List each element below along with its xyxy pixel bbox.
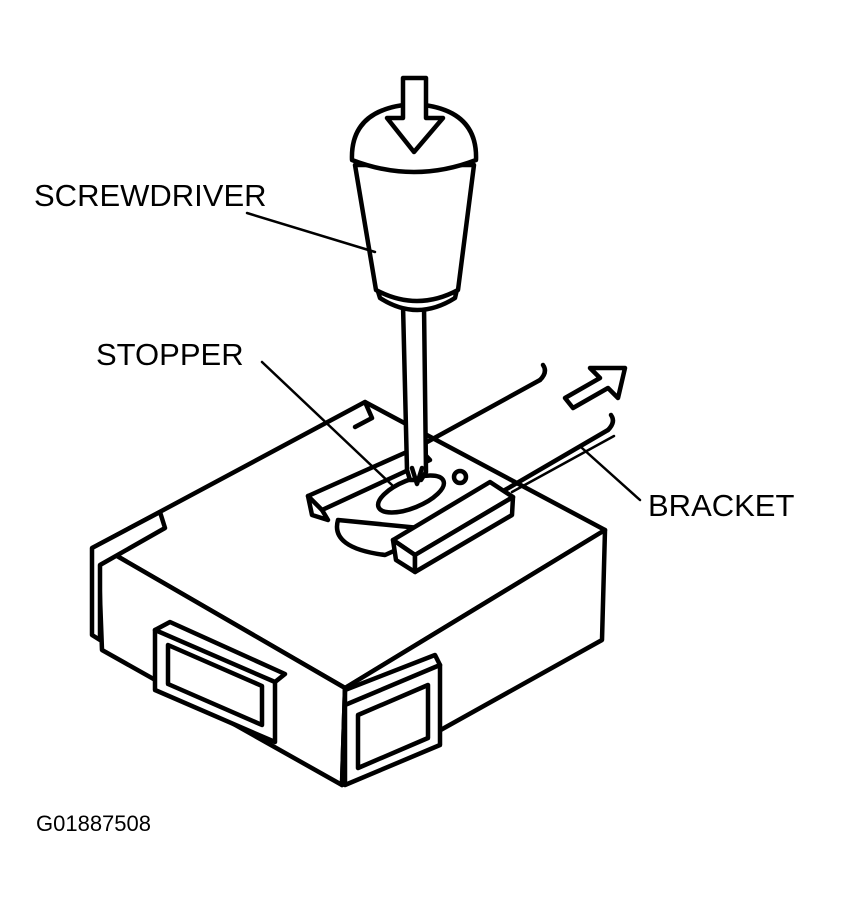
bracket-leader-line xyxy=(580,446,642,502)
screwdriver-leader-line xyxy=(245,211,377,254)
stopper-hole xyxy=(451,468,469,486)
stopper-label: STOPPER xyxy=(96,337,244,372)
slide-bracket xyxy=(305,362,616,575)
figure-code: G01887508 xyxy=(36,811,151,836)
push-down-arrow-icon xyxy=(384,75,446,155)
pull-direction-arrow-icon xyxy=(562,365,628,411)
screwdriver-label: SCREWDRIVER xyxy=(34,178,267,213)
stopper-oval xyxy=(375,473,447,515)
screwdriver xyxy=(349,101,479,487)
left-end-tab xyxy=(89,509,168,643)
bracket-label: BRACKET xyxy=(648,488,794,523)
front-connector xyxy=(152,619,288,745)
stopper-leader-line xyxy=(260,360,394,487)
right-connector xyxy=(342,652,443,788)
